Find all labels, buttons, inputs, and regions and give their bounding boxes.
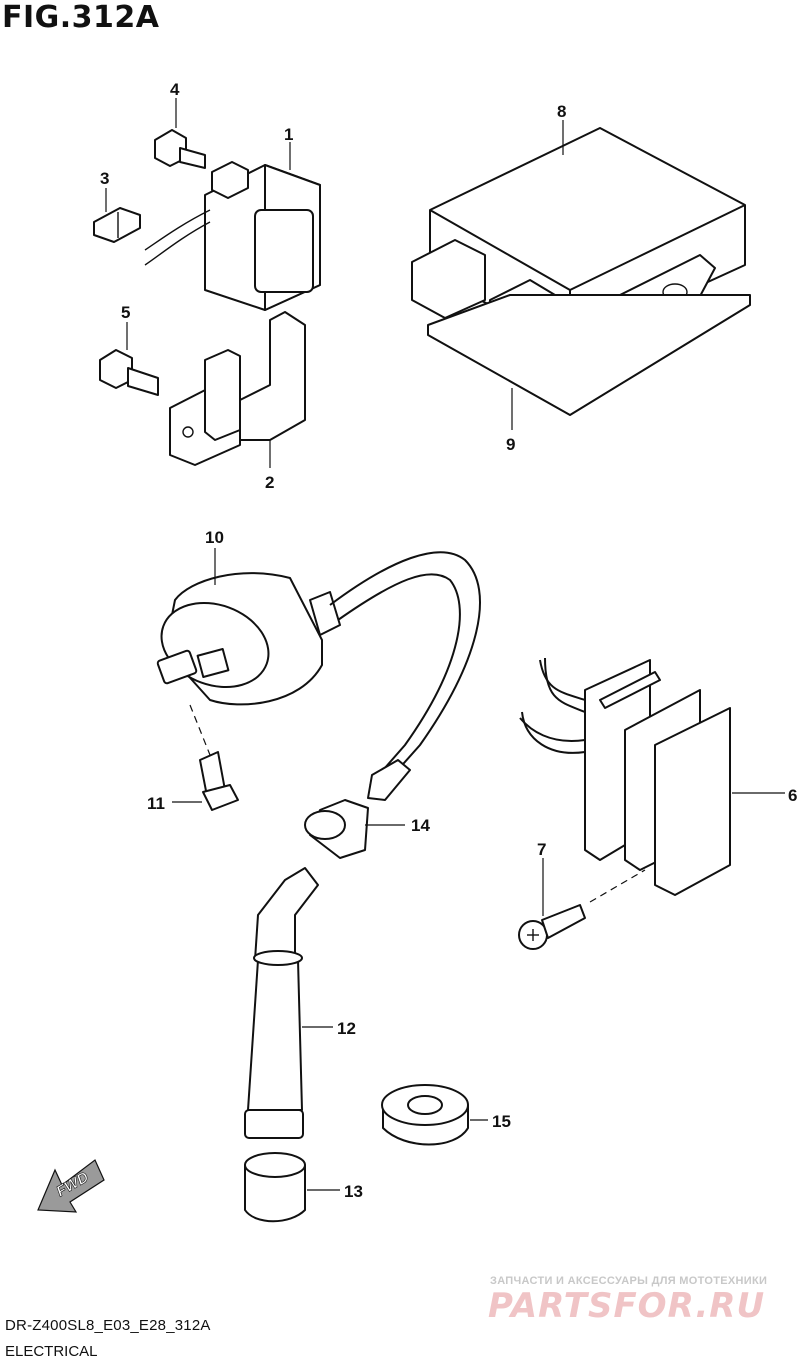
callout-11: 11	[147, 794, 165, 813]
callout-15: 15	[492, 1112, 511, 1131]
section-name: ELECTRICAL	[5, 1343, 98, 1360]
watermark-tagline: ЗАПЧАСТИ И АКСЕССУАРЫ ДЛЯ МОТОТЕХНИКИ	[490, 1275, 768, 1287]
part-11-bolt[interactable]	[172, 704, 239, 811]
watermark-brand: PARTSFOR.RU	[488, 1286, 766, 1326]
callout-3: 3	[100, 169, 109, 188]
fwd-direction-badge: FWD	[37, 1159, 105, 1213]
part-15-grommet[interactable]	[381, 1084, 488, 1146]
callout-5: 5	[121, 303, 130, 322]
part-1-relay[interactable]	[144, 142, 321, 311]
part-3-fuse[interactable]	[93, 188, 141, 243]
callout-7: 7	[537, 840, 546, 859]
part-12-plug-cap[interactable]	[244, 867, 333, 1139]
callout-6: 6	[788, 786, 797, 805]
part-10-ignition-coil[interactable]	[150, 548, 341, 706]
part-5-bolt[interactable]	[99, 322, 159, 396]
callout-2: 2	[265, 473, 274, 492]
figure-title: FIG.312A	[2, 0, 160, 35]
model-code: DR-Z400SL8_E03_E28_312A	[5, 1317, 211, 1334]
part-8-ecm[interactable]	[411, 120, 746, 353]
callout-13: 13	[344, 1182, 363, 1201]
callout-8: 8	[557, 102, 566, 121]
callout-10: 10	[205, 528, 224, 547]
part-13-cap[interactable]	[244, 1152, 340, 1223]
callout-9: 9	[506, 435, 515, 454]
part-4-bolt[interactable]	[154, 98, 206, 169]
ht-lead-cable	[329, 551, 481, 801]
part-14-connector[interactable]	[304, 799, 405, 859]
part-7-screw[interactable]	[518, 858, 646, 950]
callout-12: 12	[337, 1019, 356, 1038]
callout-1: 1	[284, 125, 293, 144]
part-2-bracket[interactable]	[169, 311, 306, 468]
part-6-regulator[interactable]	[519, 657, 785, 896]
part-9-pad[interactable]	[427, 294, 751, 430]
callout-14: 14	[411, 816, 430, 835]
callout-4: 4	[170, 80, 180, 99]
